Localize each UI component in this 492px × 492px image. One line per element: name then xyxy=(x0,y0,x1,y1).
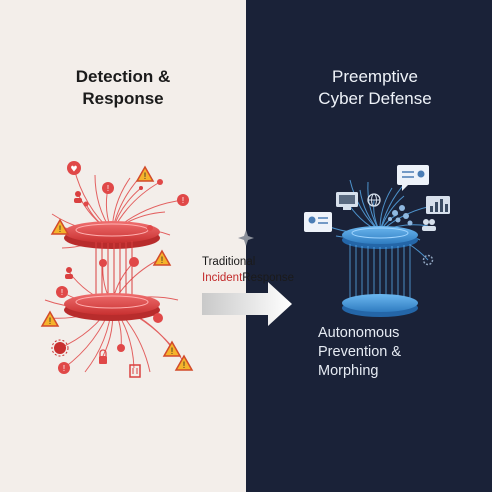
right-caption-line1: Autonomous xyxy=(318,325,400,341)
right-title: Preemptive Cyber Defense xyxy=(282,66,468,110)
arrow-label-line1: Traditional xyxy=(202,256,256,268)
warning-triangle-icon: ! xyxy=(50,218,70,235)
right-caption-line2: Prevention & xyxy=(318,344,402,360)
transition-arrow xyxy=(202,282,292,326)
chat-bubble-icon xyxy=(397,165,429,191)
svg-text:!: ! xyxy=(49,316,52,326)
globe-icon xyxy=(367,193,381,207)
heart-icon: ♥ xyxy=(67,161,81,175)
bug-icon xyxy=(51,339,69,357)
blue-streams xyxy=(349,244,411,298)
monitor-icon xyxy=(336,192,358,210)
profile-card-icon xyxy=(304,212,332,232)
left-title-line2: Response xyxy=(82,89,164,108)
right-caption-line3: Morphing xyxy=(318,363,379,379)
sparkle-icon xyxy=(238,230,254,246)
warning-sign-icon xyxy=(139,186,143,190)
lock-icon xyxy=(99,349,107,364)
user-icon xyxy=(65,267,73,279)
alert-circle-icon: ! xyxy=(56,286,68,298)
network-cluster-icon xyxy=(388,205,413,226)
right-title-line2: Cyber Defense xyxy=(318,89,432,108)
red-streams xyxy=(95,241,133,296)
svg-text:!: ! xyxy=(161,255,164,265)
left-title-line1: Detection & xyxy=(75,67,171,86)
arrow-label-incident: Incident xyxy=(202,272,243,284)
svg-text:!: ! xyxy=(183,360,186,370)
left-title: Detection & Response xyxy=(40,66,206,110)
warning-triangle-icon: ! xyxy=(174,354,194,371)
warning-triangle-icon: ! xyxy=(40,310,60,327)
bar-chart-icon xyxy=(426,196,450,214)
alert-circle-icon xyxy=(129,257,139,267)
warning-triangle-icon: ! xyxy=(135,165,155,182)
svg-text:♥: ♥ xyxy=(70,165,77,174)
threat-icons: ! ! ! ! ! ! ! ! ! ! ♥ xyxy=(40,161,194,378)
alert-circle-icon xyxy=(153,313,163,323)
upper-blue-platter xyxy=(342,226,418,249)
users-icon xyxy=(422,219,436,231)
gear-icon xyxy=(422,254,434,266)
alert-circle-icon: ! xyxy=(58,362,70,374)
alert-circle-icon: ! xyxy=(102,182,114,194)
svg-text:!: ! xyxy=(144,171,147,181)
svg-text:!: ! xyxy=(182,196,184,205)
defense-icons xyxy=(304,165,450,266)
svg-text:!: ! xyxy=(63,364,65,373)
alert-dot-icon xyxy=(83,179,163,352)
svg-text:!: ! xyxy=(61,288,63,297)
arrow-label-response: Response xyxy=(242,272,295,284)
lower-red-platter xyxy=(64,293,160,321)
svg-text:!: ! xyxy=(171,346,174,356)
user-icon xyxy=(74,191,82,203)
lower-blue-platter xyxy=(342,294,418,317)
server-icon xyxy=(129,364,141,378)
upper-red-platter xyxy=(64,221,160,249)
arrow-label-line2: IncidentResponse xyxy=(202,270,294,286)
svg-text:!: ! xyxy=(107,184,109,193)
arrow-label: Traditional IncidentResponse xyxy=(202,254,294,286)
warning-triangle-icon: ! xyxy=(162,340,182,357)
svg-text:!: ! xyxy=(59,224,62,234)
right-title-line1: Preemptive xyxy=(332,67,418,86)
alert-circle-icon: ! xyxy=(177,194,189,206)
right-caption: Autonomous Prevention & Morphing xyxy=(318,324,458,381)
warning-triangle-icon: ! xyxy=(152,249,172,266)
